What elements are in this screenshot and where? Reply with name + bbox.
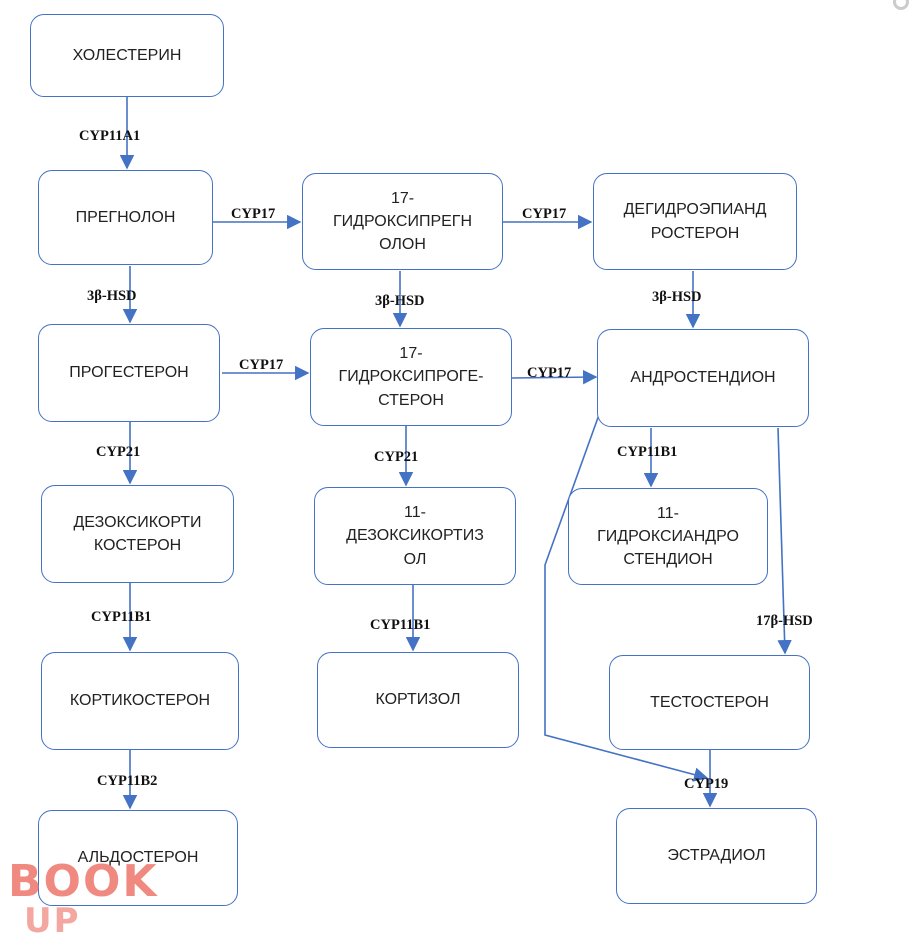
node-hydroxyprogesterone: 17- ГИДРОКСИПРОГЕ- СТЕРОН <box>310 328 512 426</box>
label-17b-hsd: 17β-HSD <box>756 613 813 629</box>
node-progesterone: ПРОГЕСТЕРОН <box>38 324 220 422</box>
logo-line-2: UP <box>24 901 81 941</box>
label-cyp21-progesterone: CYP21 <box>96 444 141 460</box>
corner-circle-icon <box>893 0 909 10</box>
node-cholesterol: ХОЛЕСТЕРИН <box>30 14 224 97</box>
label-cyp17-progesterone: CYP17 <box>239 357 284 373</box>
label-cyp11b1-androstenedione: CYP11B1 <box>617 444 678 460</box>
node-estradiol: ЭСТРАДИОЛ <box>616 808 817 904</box>
node-cortisol: КОРТИЗОЛ <box>317 652 519 748</box>
node-deoxycorticosterone: ДЕЗОКСИКОРТИ КОСТЕРОН <box>41 485 234 583</box>
node-pregnenolone: ПРЕГНОЛОН <box>38 170 213 265</box>
label-3b-hsd-hydroxypregnenolone: 3β-HSD <box>375 293 425 309</box>
arrow-hydroxyprogesterone-androstenedione <box>511 369 598 385</box>
label-cyp11b1-deoxycorticosterone: CYP11B1 <box>91 609 152 625</box>
bookup-logo: BOOK UP <box>8 860 168 944</box>
node-deoxycortisol: 11- ДЕЗОКСИКОРТИЗ ОЛ <box>314 487 516 585</box>
label-3b-hsd-pregnenolone: 3β-HSD <box>87 288 137 304</box>
label-cyp11b1-deoxycortisol: CYP11B1 <box>370 617 431 633</box>
label-cyp17-hydroxypregnenolone: CYP17 <box>522 206 567 222</box>
label-cyp11a1: CYP11A1 <box>79 128 141 144</box>
node-testosterone: ТЕСТОСТЕРОН <box>609 655 810 750</box>
node-corticosterone: КОРТИКОСТЕРОН <box>41 652 239 750</box>
label-cyp17-hydroxyprogesterone: CYP17 <box>527 365 572 381</box>
label-cyp11b2: CYP11B2 <box>97 773 158 789</box>
label-cyp19: CYP19 <box>684 776 729 792</box>
arrow-androstenedione-testosterone <box>777 427 792 655</box>
node-aldosterone: АЛЬДОСТЕРОН <box>38 810 238 906</box>
node-hydroxypregnenolone: 17- ГИДРОКСИПРЕГН ОЛОН <box>302 173 503 270</box>
node-hydroxyandrostenedione: 11- ГИДРОКСИАНДРО СТЕНДИОН <box>568 488 768 585</box>
label-cyp17-pregnenolone: CYP17 <box>231 206 276 222</box>
logo-line-1: BOOK <box>8 856 159 907</box>
node-androstenedione: АНДРОСТЕНДИОН <box>597 329 809 427</box>
arrow-androstenedione-estradiol <box>544 411 709 782</box>
label-cyp21-hydroxyprogesterone: CYP21 <box>374 449 419 465</box>
node-dhea: ДЕГИДРОЭПИАНД РОСТЕРОН <box>593 173 797 270</box>
label-3b-hsd-dhea: 3β-HSD <box>652 289 702 305</box>
